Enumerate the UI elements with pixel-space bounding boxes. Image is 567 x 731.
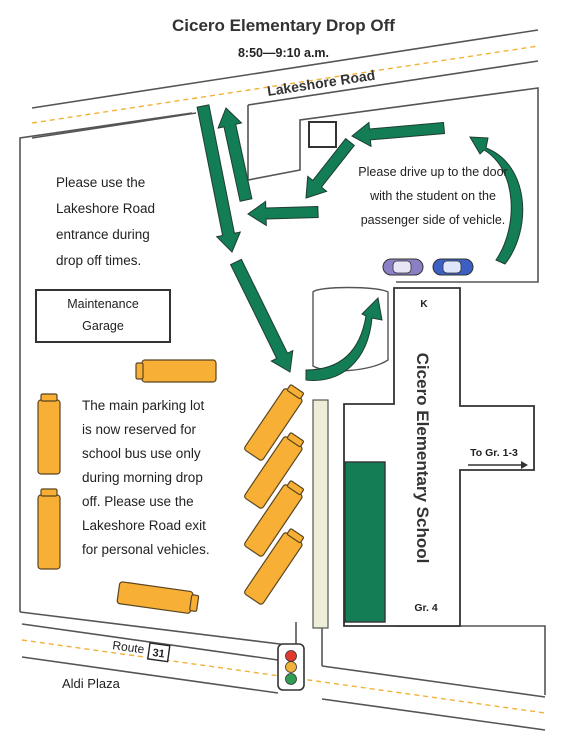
parking-lot-note: The main parking lot is now reserved for… [82,394,257,562]
sidewalk [312,399,329,629]
booth [308,121,337,148]
maintenance-label-line: Maintenance [67,297,139,311]
parking-lot-note-line: for personal vehicles. [82,542,210,557]
time-window: 8:50—9:10 a.m. [237,46,330,60]
wing-gr13-label: To Gr. 1-3 [470,447,518,459]
page-title: Cicero Elementary Drop Off [172,16,395,35]
school-green-wing [344,461,386,623]
traffic-arrow-curve [469,136,524,265]
parking-lot-note-line: off. Please use the [82,494,194,509]
traffic-arrow [351,121,446,148]
maintenance-garage [35,289,171,343]
traffic-arrows [196,104,524,381]
traffic-arrow-curve [305,296,383,381]
bus-icon [135,359,217,383]
aldi-plaza-label: Aldi Plaza [62,676,120,691]
bus-icon [244,432,305,509]
parking-lot-note-line: school bus use only [82,446,201,461]
route-shield: 31 [146,642,171,663]
entrance-note-line: Please use the [56,175,146,190]
traffic-arrow [247,200,319,227]
car-icon [382,258,424,276]
drive-up-note-line: passenger side of vehicle. [360,213,506,227]
entrance-note-line: entrance during [56,227,150,242]
bus-icon [37,488,61,570]
traffic-arrow [217,107,253,202]
buses [37,359,305,614]
parking-lot-note-line: is now reserved for [82,422,197,437]
entrance-note-line: Lakeshore Road [56,201,156,216]
traffic-arrow [229,258,294,373]
parking-lot-note-line: The main parking lot [82,398,205,413]
bus-icon [244,528,305,605]
traffic-arrow [305,137,356,199]
maintenance-label: Maintenance Garage [36,293,170,337]
traffic-arrow [196,104,242,253]
entrance-note-line: drop off times. [56,253,142,268]
route-label: Route [112,638,146,656]
wing-gr4-label: Gr. 4 [414,602,438,614]
bus-icon [116,581,200,614]
maintenance-label-line: Garage [82,319,124,333]
parking-lot-note-line: during morning drop [82,470,203,485]
route-number: 31 [152,647,166,661]
drive-up-note: Please drive up to the door with the stu… [344,160,522,232]
school-name: Cicero Elementary School [413,353,432,564]
bus-icon [244,480,305,557]
lakeshore-road [31,29,539,139]
drive-up-note-line: with the student on the [370,189,496,203]
wing-k-label: K [420,299,428,310]
car-icon [432,258,474,276]
traffic-light-icon [277,643,305,691]
entrance-note: Please use the Lakeshore Road entrance d… [56,170,206,274]
school-building [343,287,535,627]
bus-icon [244,384,305,461]
parking-lot-note-line: Lakeshore Road exit [82,518,206,533]
drive-up-note-line: Please drive up to the door [358,165,508,179]
bus-icon [37,393,61,475]
